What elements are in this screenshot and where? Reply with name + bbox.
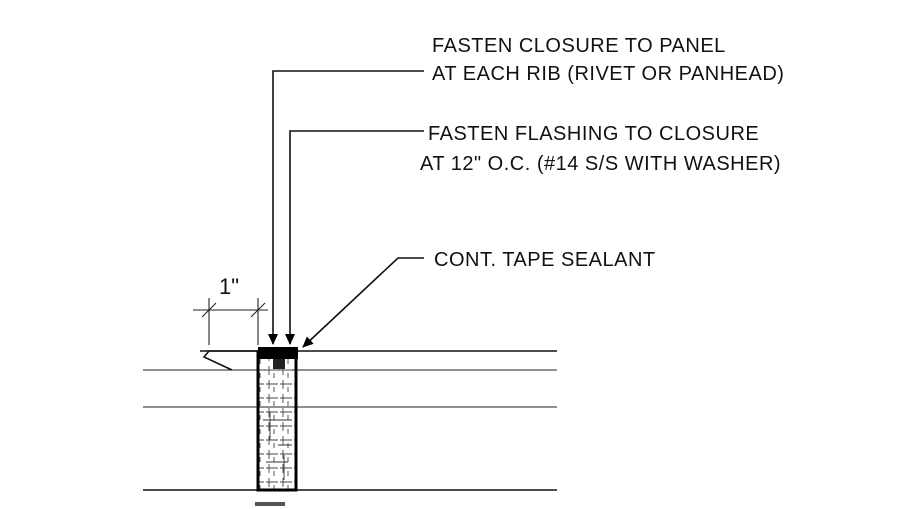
base-mark <box>255 502 285 506</box>
note-sealant: CONT. TAPE SEALANT <box>434 249 656 271</box>
leader-sealant <box>302 257 424 348</box>
leader-flashing <box>285 130 424 345</box>
leader-closure <box>268 70 424 345</box>
fastener-head <box>273 359 285 369</box>
note-closure-line1: FASTEN CLOSURE TO PANEL <box>432 35 726 57</box>
flashing-hook <box>202 350 258 371</box>
closure-hatch-extra <box>263 412 292 480</box>
dimension-1in <box>193 298 268 345</box>
tape-sealant <box>258 347 298 359</box>
note-flashing-line1: FASTEN FLASHING TO CLOSURE <box>428 123 759 145</box>
closure-block <box>256 350 298 492</box>
note-closure-line2: AT EACH RIB (RIVET OR PANHEAD) <box>432 63 784 85</box>
dimension-label: 1" <box>219 274 239 299</box>
note-flashing-line2: AT 12" O.C. (#14 S/S WITH WASHER) <box>420 153 781 175</box>
